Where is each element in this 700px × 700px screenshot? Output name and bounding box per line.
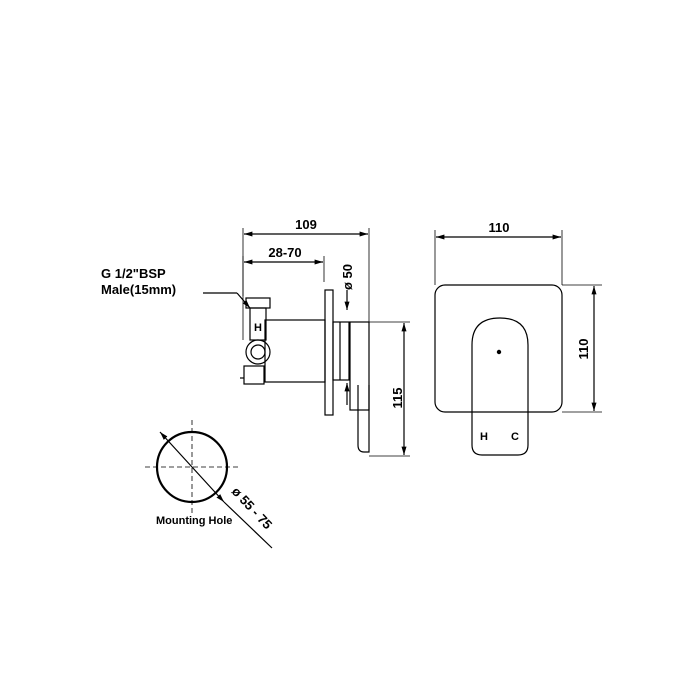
- dimension-side-depth: 109: [244, 217, 368, 237]
- side-view: 109 28-70 ø 50 H: [101, 217, 410, 457]
- dimension-side-adjust-label: 28-70: [268, 245, 301, 260]
- face-plate-front: [434, 284, 563, 413]
- front-view: 110 110 H C: [434, 220, 602, 456]
- side-hot-marker: H: [254, 322, 262, 334]
- inlet-port-circle: [245, 339, 271, 365]
- cold-marker: C: [511, 431, 519, 443]
- dimension-side-plate-height-label: 115: [390, 388, 405, 409]
- dimension-front-width-label: 110: [489, 220, 510, 235]
- dimension-side-depth-label: 109: [295, 217, 317, 232]
- hot-marker: H: [480, 431, 488, 443]
- handle-front: [471, 317, 529, 456]
- dimension-front-width: 110: [436, 220, 561, 240]
- dimension-side-cover-diameter: ø 50: [340, 264, 355, 405]
- mounting-hole-diameter-label: ø 55 - 75: [229, 484, 275, 532]
- mounting-hole-view: ø 55 - 75 Mounting Hole: [145, 420, 275, 549]
- face-plate-side: [349, 321, 370, 411]
- dimension-front-height: 110: [576, 286, 597, 411]
- valve-body: [264, 319, 326, 383]
- dimension-side-adjust: 28-70: [244, 245, 323, 265]
- thread-callout-line1: G 1/2"BSP: [101, 266, 166, 281]
- handle-side: [357, 385, 370, 453]
- mounting-hole-label: Mounting Hole: [156, 515, 232, 527]
- cover-boss: [332, 321, 350, 381]
- inlet-fitting: H: [240, 297, 271, 385]
- cover-flange: [324, 289, 334, 416]
- dimension-side-plate-height: 115: [369, 321, 410, 457]
- thread-callout-line2: Male(15mm): [101, 282, 176, 297]
- handle-indicator-dot: [496, 349, 502, 355]
- dimension-front-height-label: 110: [576, 339, 591, 360]
- dimension-side-cover-diameter-label: ø 50: [340, 264, 355, 290]
